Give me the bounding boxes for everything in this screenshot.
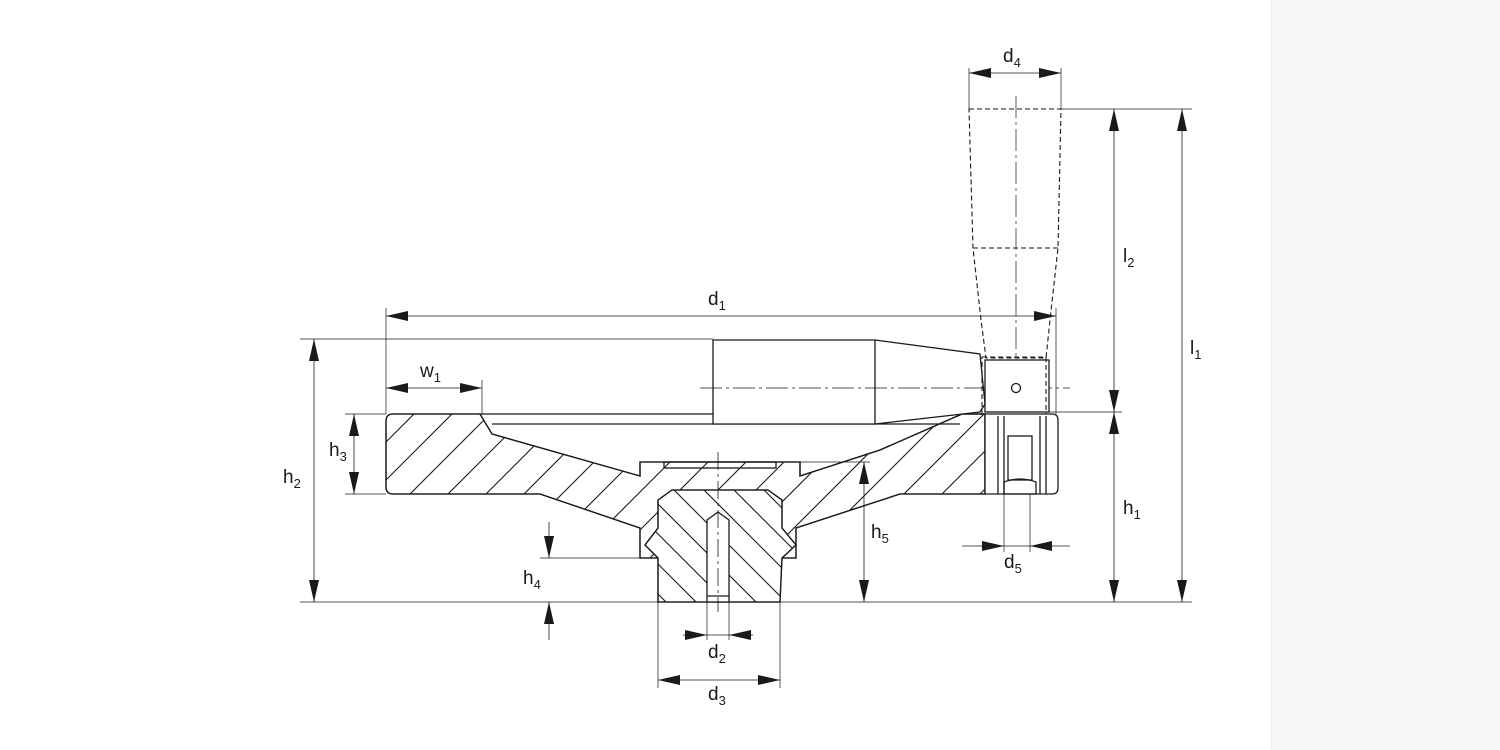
hatch-line bbox=[759, 490, 796, 602]
panel-separator bbox=[1271, 0, 1272, 750]
hatch-line bbox=[386, 414, 457, 558]
hatch-line bbox=[645, 490, 701, 602]
label-l1: l1 bbox=[1190, 338, 1201, 362]
dimension-lines bbox=[309, 68, 1187, 685]
hatch-line bbox=[645, 490, 761, 602]
dimension-labels: d1 w1 d4 h2 h3 h4 h5 l2 h1 l1 d2 d3 d5 bbox=[283, 46, 1201, 708]
label-d4: d4 bbox=[1003, 46, 1021, 70]
hatch-line bbox=[386, 414, 419, 558]
label-h3: h3 bbox=[329, 440, 347, 464]
hatch-line bbox=[386, 414, 495, 558]
label-h2: h2 bbox=[283, 467, 301, 491]
label-w1: w1 bbox=[419, 361, 441, 385]
label-h1: h1 bbox=[1123, 498, 1141, 522]
hatch-line bbox=[1064, 410, 1216, 562]
label-d3: d3 bbox=[708, 684, 726, 708]
label-d1: d1 bbox=[708, 289, 726, 313]
label-h5: h5 bbox=[871, 522, 889, 546]
hatch-line bbox=[729, 490, 796, 602]
hatch-line bbox=[1102, 410, 1254, 562]
hatch-line bbox=[669, 490, 791, 602]
side-panel bbox=[1272, 0, 1500, 750]
label-d2: d2 bbox=[708, 642, 726, 666]
label-d5: d5 bbox=[1004, 552, 1022, 576]
folded-crank-handle bbox=[700, 339, 1070, 425]
hatch-line bbox=[699, 490, 796, 602]
upright-handle-phantom bbox=[968, 96, 1062, 360]
label-h4: h4 bbox=[523, 568, 541, 592]
extension-lines bbox=[300, 68, 1192, 688]
label-l2: l2 bbox=[1123, 246, 1134, 270]
hub-insert bbox=[644, 452, 797, 612]
hatch-line bbox=[1140, 410, 1292, 562]
handle-pivot-block bbox=[981, 356, 1059, 495]
